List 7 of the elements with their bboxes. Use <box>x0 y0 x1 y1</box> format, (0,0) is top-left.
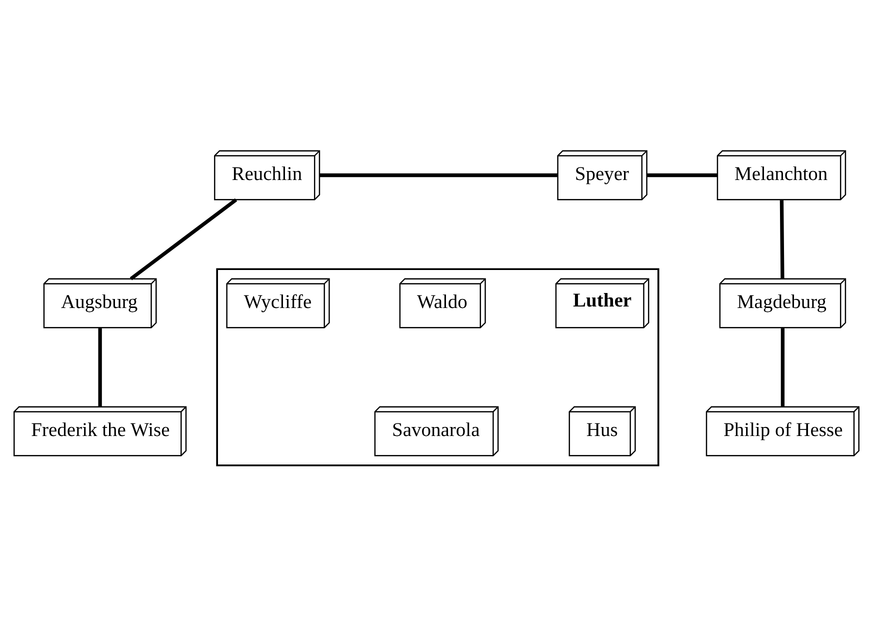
connector <box>319 173 558 178</box>
connector <box>779 200 784 279</box>
connector <box>129 198 237 280</box>
cluster <box>216 268 659 466</box>
connector <box>646 173 717 178</box>
connector <box>98 328 102 406</box>
connector <box>780 328 784 406</box>
